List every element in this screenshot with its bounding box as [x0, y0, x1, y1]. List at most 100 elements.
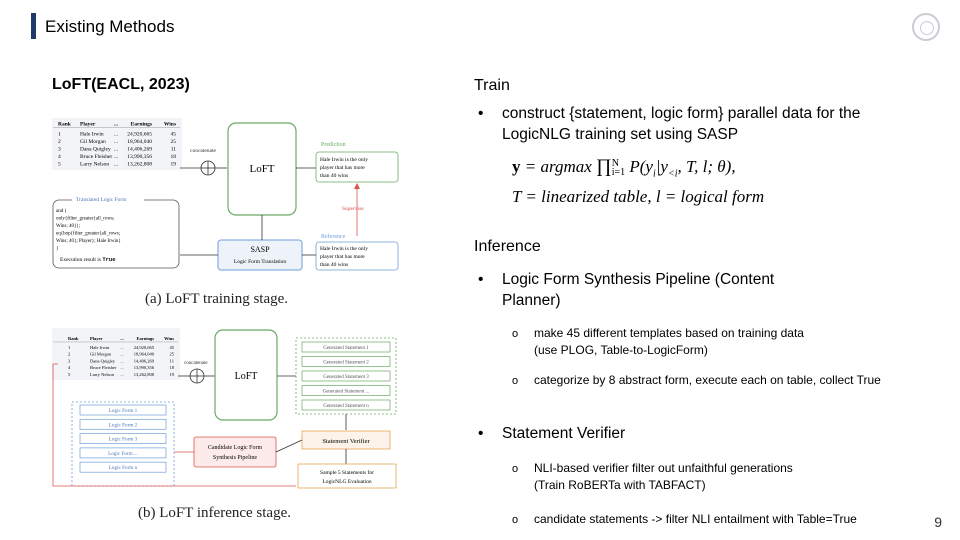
prediction-box — [315, 151, 399, 183]
table-cell: 5 — [58, 162, 61, 168]
logic-form-item-label: Logic Form 1 — [109, 408, 138, 414]
table-cell: ... — [120, 372, 123, 377]
generated-statement-box — [301, 399, 391, 411]
logic-form-item-box — [79, 461, 167, 473]
inference-sub-4: o candidate statements -> filter NLI ent… — [512, 511, 857, 528]
logic-form-line: eq{hop{filter_greater{all_rows; — [56, 232, 120, 237]
table-cell: 18,964,040 — [134, 352, 155, 358]
logic-form-item-label: Logic Form ... — [108, 451, 138, 457]
eq-lhs: y — [512, 157, 521, 176]
eq-prod: ∏ — [596, 156, 612, 177]
table-cell: 19 — [171, 162, 177, 168]
eq-sub: i=1 — [611, 167, 626, 179]
exec-label: Execution result is — [60, 257, 101, 263]
inf-sub3-line-2: (Train RoBERTa with TABFACT) — [534, 478, 706, 492]
inf-bullet1-line-2: Planner) — [502, 292, 561, 309]
prediction-line-2: player that has more — [320, 165, 365, 171]
table-cell: 18,964,040 — [127, 139, 152, 145]
eq-p: P(y — [625, 157, 653, 176]
table-header-cell: Earnings — [136, 336, 154, 341]
loft-model-label: LoFT — [235, 371, 258, 382]
train-bullet-line-2: LogicNLG training set using SASP — [502, 126, 739, 143]
prediction-line-3: than 40 wins — [320, 173, 348, 179]
generated-statement-label: Generated Statement n — [323, 404, 369, 409]
table-cell: ... — [120, 358, 123, 363]
logic-form-line: and { — [56, 209, 67, 214]
table-cell: ... — [114, 162, 119, 168]
inference-bullet-2: • Statement Verifier — [478, 423, 625, 444]
train-bullet: • construct {statement, logic form} para… — [478, 103, 860, 145]
inf-sub4-text: candidate statements -> filter NLI entai… — [534, 512, 857, 526]
table-header-cell: Player — [90, 336, 103, 341]
generated-statement-label: Generated Statement 2 — [323, 361, 369, 366]
table-header-cell: ... — [120, 336, 123, 341]
generated-statement-box — [301, 385, 391, 396]
sample-line-1: Sample 5 Statements for — [320, 469, 374, 476]
table-cell: 1 — [68, 345, 70, 350]
sample-box — [297, 463, 397, 489]
inference-sub-1: o make 45 different templates based on t… — [512, 325, 804, 359]
table-header-cell: Earnings — [131, 121, 152, 127]
table-cell: 5 — [68, 372, 71, 377]
loft-model-box — [214, 329, 278, 421]
sasp-subtitle: Logic Form Translation — [234, 259, 287, 265]
table-cell: 19 — [170, 372, 175, 377]
sub-bullet-icon: o — [512, 375, 519, 387]
paper-title: LoFT(EACL, 2023) — [52, 76, 190, 93]
table-bg — [52, 328, 180, 380]
table-cell: ... — [120, 345, 123, 350]
table-header-cell: ... — [114, 121, 119, 127]
logic-form-line: only{filter_greater{all_rows; — [56, 217, 114, 222]
table-cell: Gil Morgan — [90, 352, 112, 357]
logic-form-item-box — [79, 433, 167, 444]
title-accent-bar — [31, 13, 36, 39]
table-cell: 3 — [68, 358, 71, 363]
table-cell: 2 — [58, 139, 61, 145]
table-cell: 14,406,269 — [127, 147, 152, 153]
inference-sub-2: o categorize by 8 abstract form, execute… — [512, 372, 881, 389]
reference-label: Reference — [321, 233, 346, 240]
exec-value: True — [102, 256, 116, 263]
logic-form-item-box — [79, 447, 167, 459]
eq-i: i — [652, 168, 656, 180]
candidate-line-2: Synthesis Pipeline — [213, 455, 258, 461]
table-cell: 1 — [58, 131, 61, 137]
table-cell: ... — [114, 131, 119, 137]
table-cell: 13,262,808 — [127, 162, 152, 168]
table-cell: 11 — [170, 358, 174, 363]
table-cell: Hale Irwin — [90, 345, 110, 350]
logic-form-line: } — [56, 247, 58, 252]
concat-label: concatenate — [184, 361, 208, 366]
svg-text:Execution result is True: Execution result is True — [60, 256, 116, 263]
table-cell: ... — [114, 147, 119, 153]
table-cell: 2 — [68, 352, 70, 357]
reference-box — [315, 241, 399, 271]
table-cell: 24,920,665 — [127, 131, 152, 137]
table-header-cell: Wins — [164, 336, 174, 341]
sasp-title: SASP — [250, 245, 270, 254]
equation-2: T = linearized table, l = logical form — [512, 187, 765, 206]
sub-bullet-icon: o — [512, 328, 519, 340]
table-cell: 25 — [171, 139, 177, 145]
table-cell: Larry Nelson — [90, 372, 115, 377]
bullet-dot: • — [478, 105, 484, 122]
table-cell: Larry Nelson — [80, 162, 109, 168]
prediction-label: Prediction — [321, 142, 346, 148]
prediction-line-1: Hale Irwin is the only — [320, 157, 368, 163]
reference-line-3: than 40 wins — [320, 262, 348, 268]
generated-statement-label: Generated Statement 3 — [323, 375, 369, 380]
table-cell: 14,406,269 — [134, 358, 155, 364]
table-cell: Dana Quigley — [80, 147, 111, 153]
table-cell: Hale Irwin — [80, 131, 104, 137]
supervise-label: Supervise — [342, 206, 364, 212]
logic-form-title: Translated Logic Form — [76, 197, 127, 203]
concat-label: concatenate — [190, 148, 217, 154]
caption-a: (a) LoFT training stage. — [145, 291, 289, 307]
table-cell: ... — [120, 365, 123, 370]
caption-b: (b) LoFT inference stage. — [138, 505, 291, 521]
sub-bullet-icon: o — [512, 463, 519, 475]
table-cell: Bruce Fleisher — [80, 154, 112, 160]
